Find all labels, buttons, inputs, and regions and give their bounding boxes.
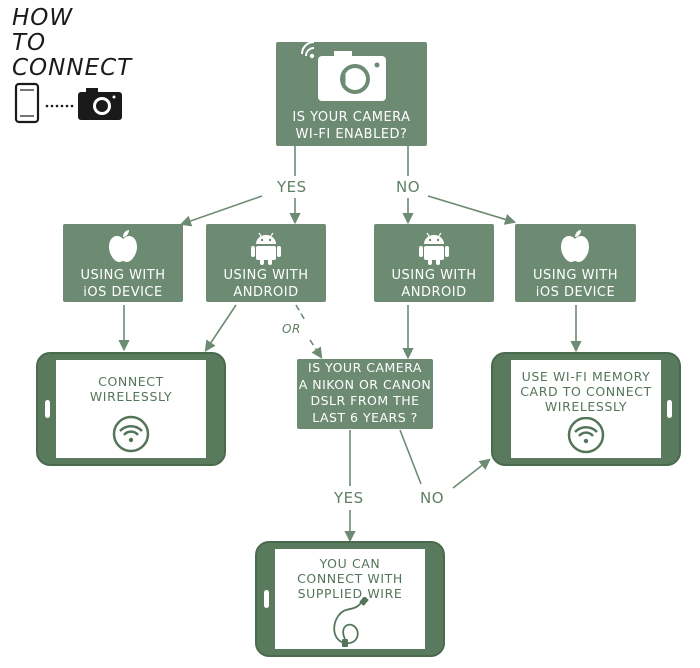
- phone-screen: YOU CAN CONNECT WITH SUPPLIED WIRE: [275, 549, 425, 649]
- device-4-line-2: iOS DEVICE: [535, 285, 616, 300]
- wire-line-2: CONNECT WITH: [297, 571, 403, 586]
- device-box-android-left: USING WITH ANDROID DEVICE: [206, 224, 326, 317]
- device-3-line-2: ANDROID DEVICE: [401, 285, 467, 317]
- device-4-line-1: USING WITH: [533, 268, 618, 283]
- camera-brand-question-box: IS YOUR CAMERA A NIKON OR CANON DSLR FRO…: [297, 359, 433, 429]
- start-line-1: IS YOUR CAMERA: [292, 110, 411, 125]
- outcome-wifi-memory-card: USE WI-FI MEMORY CARD TO CONNECT WIRELES…: [491, 352, 681, 466]
- device-box-ios-right: USING WITH iOS DEVICE: [515, 224, 636, 302]
- question-line-3: DSLR FROM THE: [310, 393, 420, 408]
- device-1-line-1: USING WITH: [80, 268, 166, 283]
- wireless-line-2: WIRELESSLY: [89, 389, 173, 404]
- question-line-4: LAST 6 YEARS ?: [312, 409, 418, 425]
- apple-icon: [561, 230, 589, 262]
- cable-icon: [333, 597, 369, 647]
- branch-label-no-bottom: NO: [420, 489, 445, 507]
- title-line-1: HOW: [12, 5, 74, 31]
- apple-icon: [109, 230, 137, 262]
- wire-line-1: YOU CAN: [319, 556, 381, 571]
- title-line-3: CONNECT: [12, 55, 133, 81]
- branch-label-no-top: NO: [396, 178, 421, 196]
- diagram-title: HOW TO CONNECT: [12, 6, 132, 81]
- wireless-line-1: CONNECT: [98, 374, 164, 389]
- device-box-ios-left: USING WITH iOS DEVICE: [63, 224, 183, 302]
- phone-button-right: [667, 400, 672, 418]
- outcome-connect-wirelessly: CONNECT WIRELESSLY: [36, 352, 226, 466]
- phone-button-left: [45, 400, 50, 418]
- wifi-camera-icon: [301, 42, 386, 101]
- wifi-icon: [112, 415, 150, 453]
- start-question-box: IS YOUR CAMERA WI-FI ENABLED?: [276, 42, 427, 146]
- device-1-line-2: iOS DEVICE: [83, 285, 163, 300]
- question-line-2: A NIKON OR CANON: [298, 376, 432, 392]
- device-2-line-2: ANDROID DEVICE: [233, 285, 299, 317]
- memory-card-line-1: USE WI-FI MEMORY: [521, 369, 651, 384]
- branch-label-yes-top: YES: [277, 178, 307, 196]
- memory-card-line-2: CARD TO CONNECT: [520, 384, 652, 399]
- outcome-supplied-wire: YOU CAN CONNECT WITH SUPPLIED WIRE: [255, 541, 445, 657]
- question-line-1: IS YOUR CAMERA: [308, 360, 422, 375]
- device-box-android-right: USING WITH ANDROID DEVICE: [374, 224, 494, 317]
- memory-card-line-3: WIRELESSLY: [544, 399, 628, 414]
- device-2-line-1: USING WITH: [223, 268, 309, 283]
- android-icon: [251, 232, 281, 265]
- branch-label-or: OR: [282, 322, 301, 336]
- device-3-line-1: USING WITH: [391, 268, 477, 283]
- phone-screen: CONNECT WIRELESSLY: [56, 360, 206, 458]
- wifi-icon: [567, 417, 605, 454]
- android-icon: [419, 232, 449, 265]
- start-line-2: WI-FI ENABLED?: [295, 127, 408, 142]
- phone-to-camera-icon: [14, 82, 122, 124]
- phone-button-left: [264, 590, 269, 608]
- title-line-2: TO: [12, 30, 47, 56]
- branch-label-yes-bottom: YES: [334, 489, 364, 507]
- wire-line-3: SUPPLIED WIRE: [297, 586, 403, 601]
- phone-screen: USE WI-FI MEMORY CARD TO CONNECT WIRELES…: [511, 360, 661, 458]
